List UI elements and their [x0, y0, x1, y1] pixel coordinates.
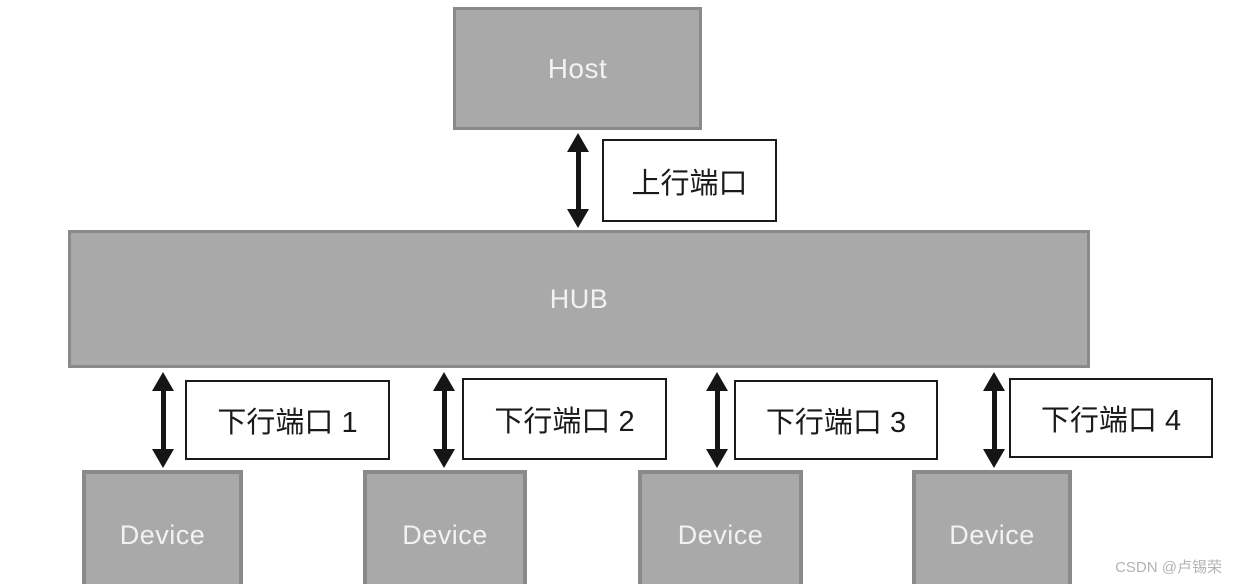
arrow-shaft [160, 391, 166, 449]
arrow-down-head-icon [433, 449, 455, 468]
device-node-1: Device [82, 470, 243, 584]
arrow-up-head-icon [983, 372, 1005, 391]
downstream-port-3-label: 下行端口 3 [765, 407, 907, 439]
downstream-port-3-label-box: 下行端口 3 [734, 380, 938, 460]
downstream-port-4-label: 下行端口 4 [1040, 405, 1182, 437]
arrow-down-head-icon [152, 449, 174, 468]
upstream-port-label: 上行端口 [631, 167, 748, 200]
device-4-label: Device [949, 519, 1035, 550]
arrow-shaft [991, 391, 997, 449]
arrow-shaft [441, 391, 447, 449]
device-node-4: Device [912, 470, 1072, 584]
downstream-port-1-label-box: 下行端口 1 [185, 380, 390, 460]
arrow-shaft [575, 152, 581, 209]
device-node-3: Device [638, 470, 803, 584]
device-node-2: Device [363, 470, 527, 584]
hub-device1-arrow [152, 372, 174, 468]
arrow-up-head-icon [152, 372, 174, 391]
hub-device2-arrow [433, 372, 455, 468]
arrow-up-head-icon [433, 372, 455, 391]
hub-label: HUB [549, 283, 609, 314]
host-node: Host [453, 7, 702, 130]
downstream-port-2-label-box: 下行端口 2 [462, 378, 667, 460]
upstream-port-label-box: 上行端口 [602, 139, 777, 222]
arrow-down-head-icon [567, 209, 589, 228]
watermark: CSDN @卢锡荣 [1115, 559, 1222, 576]
arrow-up-head-icon [567, 133, 589, 152]
hub-device4-arrow [983, 372, 1005, 468]
arrow-down-head-icon [983, 449, 1005, 468]
arrow-down-head-icon [706, 449, 728, 468]
device-3-label: Device [677, 519, 764, 550]
downstream-port-2-label: 下行端口 2 [494, 406, 635, 438]
hub-device3-arrow [706, 372, 728, 468]
host-label: Host [547, 52, 608, 84]
hub-node: HUB [68, 230, 1090, 368]
downstream-port-4-label-box: 下行端口 4 [1009, 378, 1213, 458]
arrow-up-head-icon [706, 372, 728, 391]
host-hub-arrow [567, 133, 589, 228]
device-2-label: Device [402, 519, 488, 550]
device-1-label: Device [119, 519, 206, 550]
downstream-port-1-label: 下行端口 1 [217, 407, 358, 439]
arrow-shaft [714, 391, 720, 449]
